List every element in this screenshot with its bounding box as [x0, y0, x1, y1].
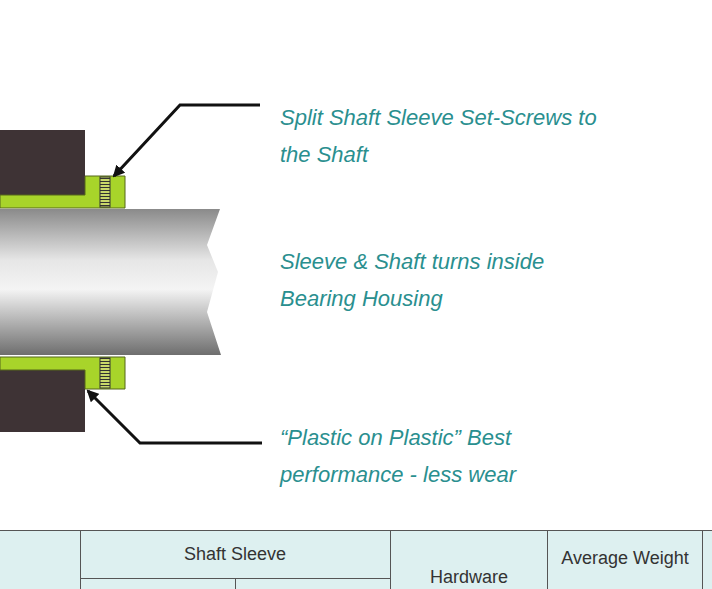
leader-line: [88, 391, 262, 443]
split-sleeve: [0, 357, 125, 389]
shaft: [0, 209, 221, 355]
table-header-cell: Shaft Sleeve: [82, 544, 388, 564]
callout-text: Split Shaft Sleeve Set-Screws to the Sha…: [280, 99, 605, 173]
table-header: [0, 530, 712, 589]
set-screw: [100, 358, 110, 388]
split-sleeve: [0, 176, 125, 208]
set-screw: [100, 177, 110, 207]
table-header-cell: Average Weight: [549, 548, 701, 568]
callout-text: “Plastic on Plastic” Best performance - …: [280, 419, 605, 493]
leader-line: [114, 105, 260, 176]
table-header-cell: Hardware: [392, 567, 546, 587]
table-grid: [0, 530, 712, 589]
bearing-housing: [0, 130, 85, 205]
callout-text: Sleeve & Shaft turns inside Bearing Hous…: [280, 243, 605, 317]
